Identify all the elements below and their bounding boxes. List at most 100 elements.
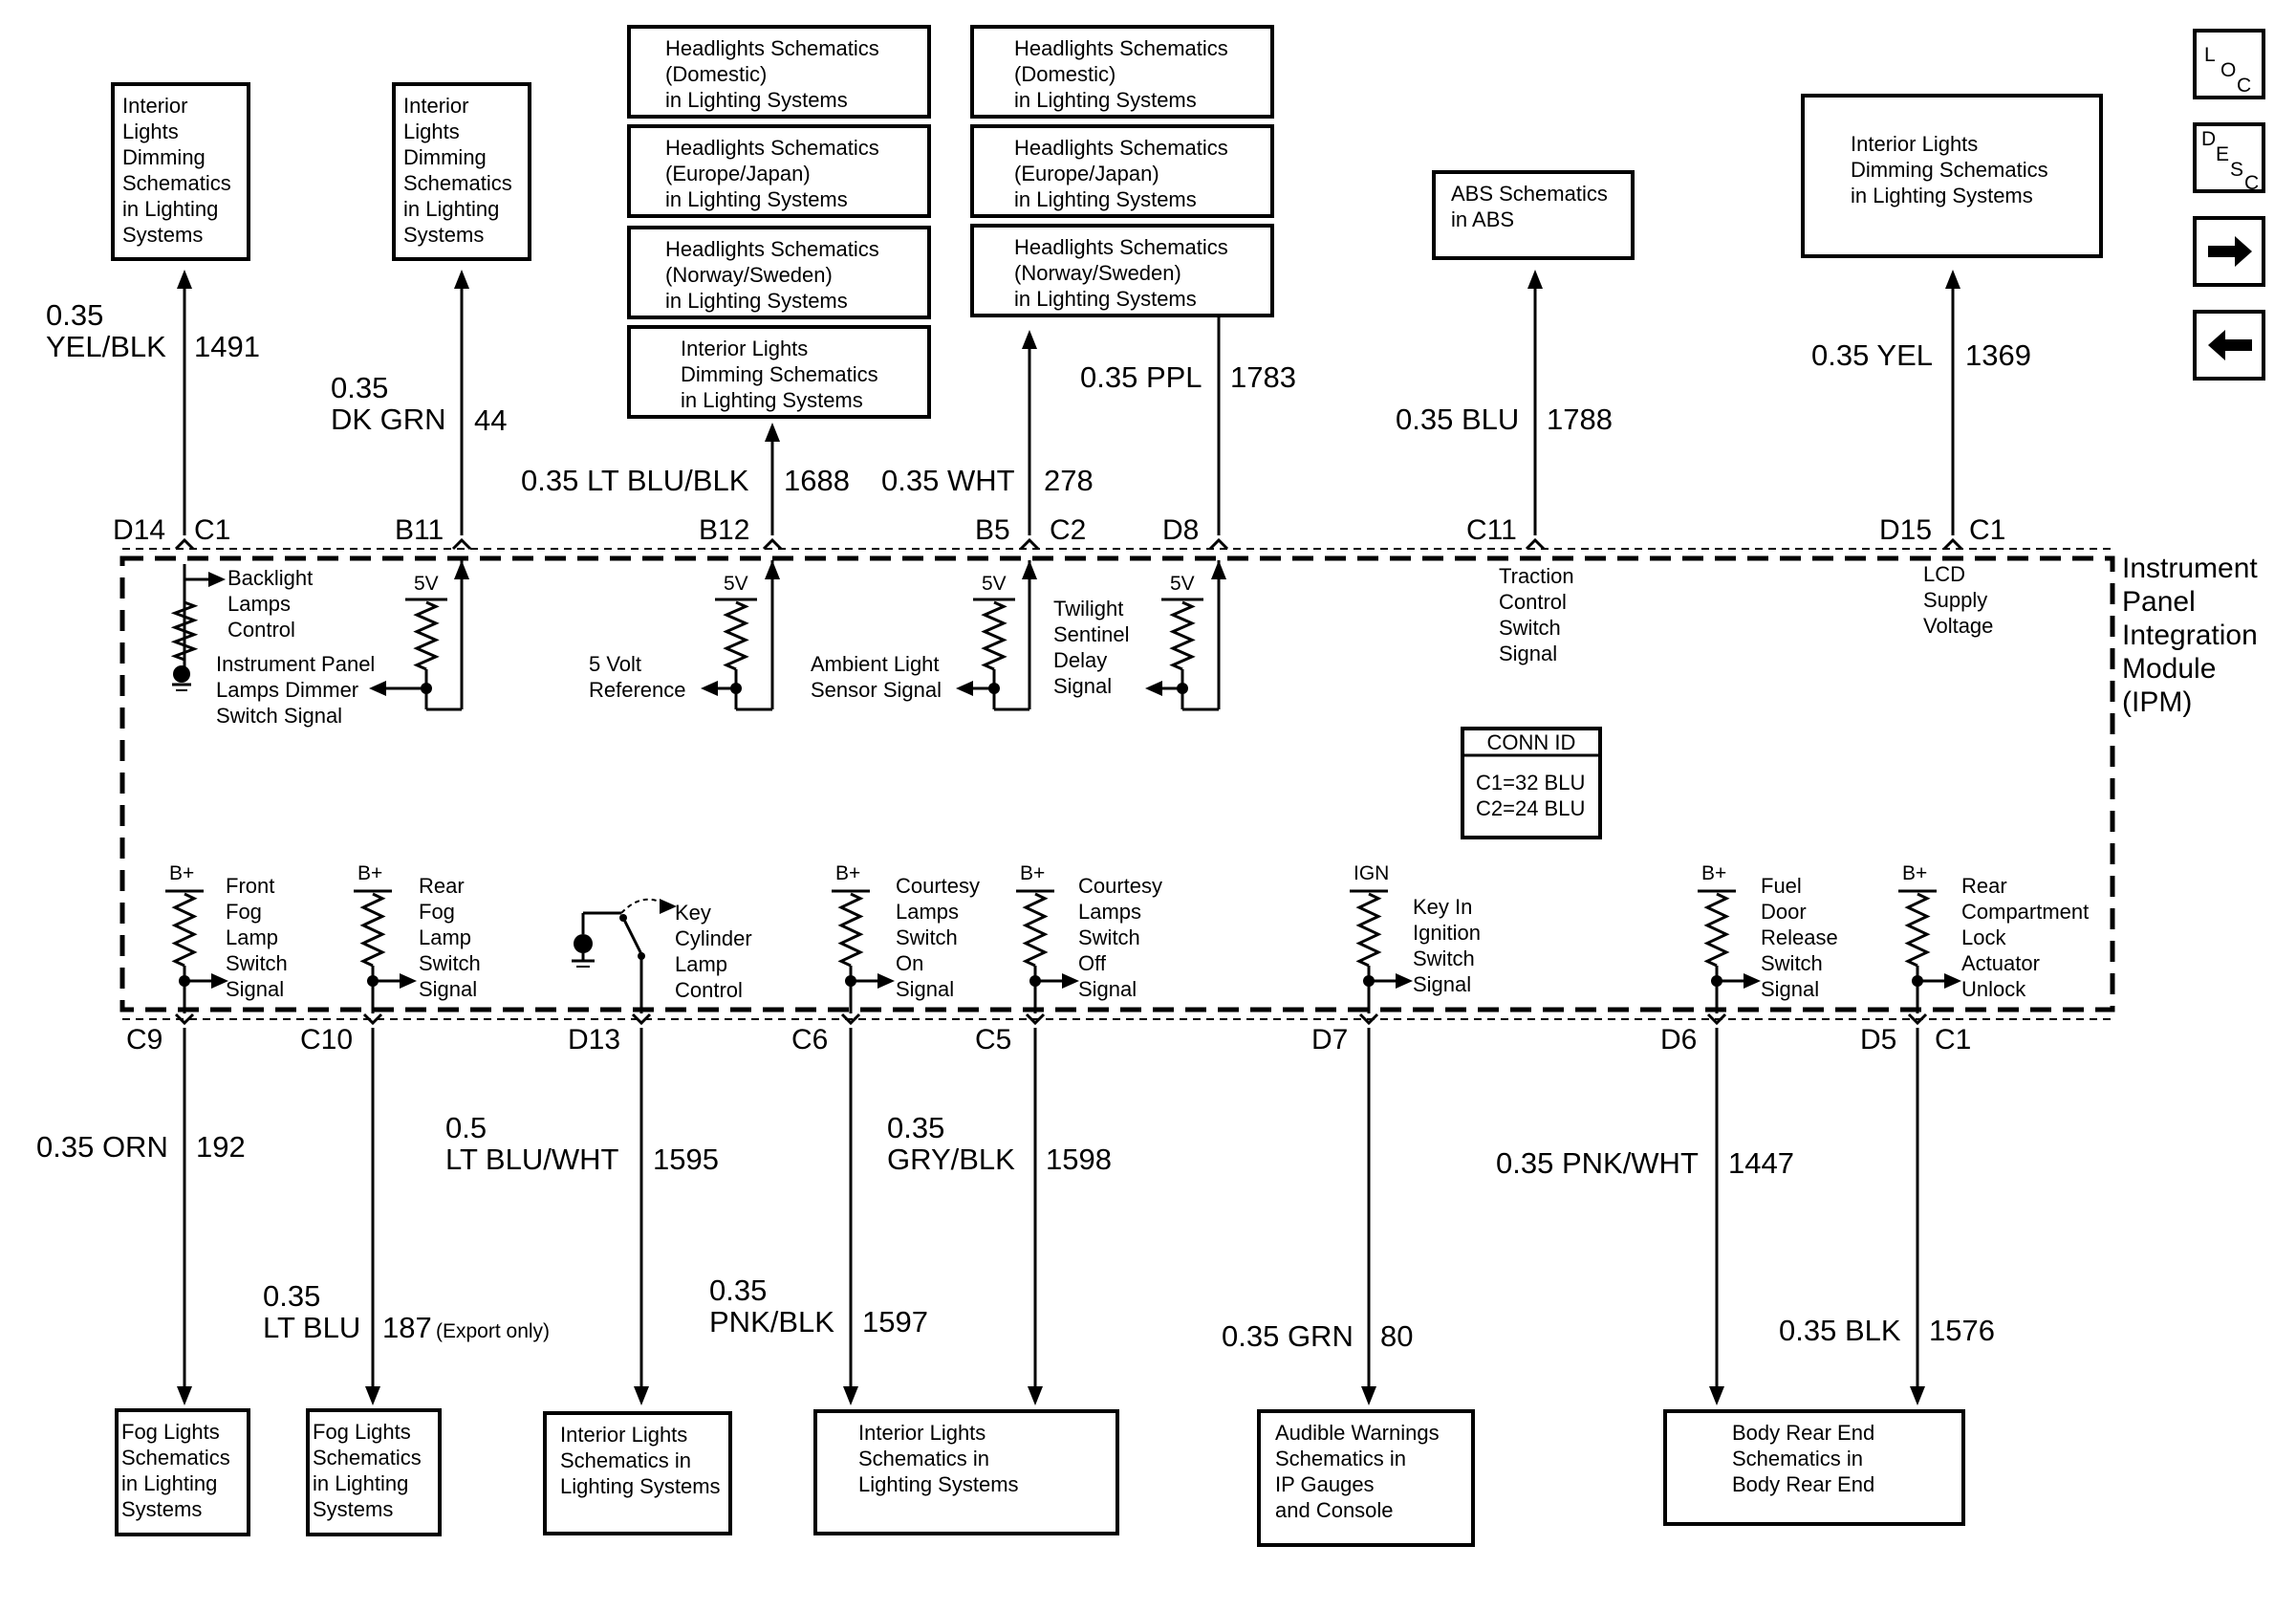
connector-pin-icon — [1942, 537, 1963, 551]
arrow-down-icon — [1910, 1386, 1925, 1405]
resistor-icon — [170, 600, 199, 662]
connector-label: C1 — [1935, 1024, 1971, 1056]
circuit-number: 80 — [1380, 1319, 1413, 1353]
circuit-number: 1788 — [1547, 403, 1613, 436]
destination-box-text: Dimming Schematics — [681, 362, 878, 386]
destination-box-text: Headlights Schematics — [665, 237, 879, 261]
destination-box-frame — [627, 25, 931, 119]
destination-box-text: Headlights Schematics — [1014, 235, 1228, 259]
destination-box: Headlights Schematics(Europe/Japan)in Li… — [627, 124, 931, 218]
destination-box: Headlights Schematics(Domestic)in Lighti… — [970, 25, 1274, 119]
desc-button-frame[interactable] — [2193, 122, 2265, 193]
conn-id-line: C2=24 BLU — [1476, 796, 1585, 820]
previous-page-button[interactable] — [2193, 310, 2265, 381]
signal-label: Signal — [1761, 977, 1819, 1001]
pullup-voltage-label: 5V — [1170, 573, 1195, 595]
destination-box-text: ABS Schematics — [1451, 182, 1608, 206]
destination-box-text: in Lighting Systems — [665, 88, 848, 112]
loc-button-frame[interactable] — [2193, 29, 2265, 99]
arrow-left-icon[interactable] — [2208, 330, 2252, 360]
connector-pin-icon — [1025, 1012, 1046, 1026]
signal-label: Lamps Dimmer — [216, 678, 358, 702]
arrow-up-icon — [765, 560, 780, 579]
pin-label: B5 — [975, 514, 1010, 546]
destination-box-text: in Lighting Systems — [681, 388, 863, 412]
destination-box-frame — [1663, 1409, 1965, 1526]
destination-box-text: Body Rear End — [1732, 1421, 1874, 1445]
destination-box: Headlights Schematics(Domestic)in Lighti… — [627, 25, 931, 119]
destination-box-text: Lights — [403, 120, 460, 143]
arrow-up-icon — [1211, 560, 1226, 579]
loc-letter: O — [2220, 59, 2236, 81]
arrow-up-icon — [454, 560, 469, 579]
signal-label: Signal — [1053, 674, 1112, 698]
supply-label: IGN — [1354, 862, 1389, 884]
conn-id-line: C1=32 BLU — [1476, 771, 1585, 795]
circuit-number: 1576 — [1929, 1314, 1995, 1347]
arrow-right-icon[interactable] — [2208, 236, 2252, 267]
wire-color-label: 0.35 YEL — [1811, 338, 1933, 372]
signal-label: Switch — [1499, 616, 1561, 640]
destination-box-text: in Lighting Systems — [1014, 287, 1197, 311]
destination-box-frame — [111, 82, 250, 261]
circuit-number: 44 — [474, 403, 507, 437]
signal-label: Control — [675, 978, 743, 1002]
circuit-number: 1595 — [653, 1143, 719, 1176]
destination-box-text: Lighting Systems — [560, 1474, 721, 1498]
signal-label: Lamps — [896, 900, 959, 924]
destination-box-text: Interior Lights — [858, 1421, 986, 1445]
switch-actuator — [620, 898, 666, 914]
wire-color-label: 0.35 — [263, 1279, 320, 1313]
signal-label: Fog — [226, 900, 262, 924]
signal-label: Backlight — [227, 566, 313, 590]
destination-box-text: in Lighting — [122, 197, 218, 221]
pin-label: D8 — [1162, 514, 1199, 546]
signal-label: Unlock — [1961, 977, 2026, 1001]
signal-label: Lamp — [226, 925, 278, 949]
destination-box-text: in Lighting Systems — [665, 289, 848, 313]
pullup-voltage-label: 5V — [414, 573, 439, 595]
connector-pin-icon — [1208, 537, 1229, 551]
arrow-right-icon — [1396, 973, 1413, 989]
next-page-button[interactable] — [2193, 216, 2265, 287]
destination-box-text: Lighting Systems — [858, 1472, 1019, 1496]
circuit-number: 1369 — [1965, 338, 2031, 372]
wire-color-label: 0.35 — [709, 1274, 767, 1307]
wire-color-label: LT BLU — [263, 1311, 360, 1344]
destination-box-text: Lights — [122, 120, 179, 143]
loc-button[interactable]: LOC — [2193, 29, 2265, 99]
signal-label: Compartment — [1961, 900, 2089, 924]
destination-box-text: in Lighting Systems — [1851, 184, 2033, 207]
circuit-number: 278 — [1044, 464, 1094, 497]
arrow-up-icon — [1022, 330, 1037, 349]
circuit-number: 1783 — [1230, 360, 1296, 394]
signal-label: Voltage — [1923, 614, 1993, 638]
wire-color-label: LT BLU/WHT — [445, 1143, 618, 1176]
destination-box-frame — [627, 325, 931, 419]
connector-label: C1 — [1969, 514, 2005, 546]
arrow-down-icon — [1028, 1386, 1043, 1405]
destination-box-text: Systems — [313, 1497, 393, 1521]
pin-label: D5 — [1860, 1024, 1896, 1056]
arrow-left-icon — [1145, 681, 1162, 696]
lamp-icon — [574, 934, 593, 953]
circuit-number: 1491 — [194, 330, 260, 363]
arrow-up-icon — [454, 270, 469, 289]
destination-box: Headlights Schematics(Norway/Sweden)in L… — [627, 226, 931, 319]
wire-color-label: 0.35 — [887, 1111, 944, 1144]
signal-label: Courtesy — [896, 874, 980, 898]
destination-box-text: Body Rear End — [1732, 1472, 1874, 1496]
connector-pin-icon — [1706, 1012, 1727, 1026]
wire-color-label: DK GRN — [331, 403, 446, 436]
arrow-down-icon — [1361, 1386, 1376, 1405]
signal-label: Lamp — [675, 952, 727, 976]
loc-letter: L — [2204, 44, 2216, 66]
destination-box-text: Fog Lights — [313, 1420, 411, 1444]
destination-box-frame — [392, 82, 531, 261]
circuit-number: 1688 — [784, 464, 850, 497]
destination-box-frame — [115, 1408, 250, 1536]
signal-label: Instrument Panel — [216, 652, 375, 676]
signal-label: Lamps — [1078, 900, 1141, 924]
